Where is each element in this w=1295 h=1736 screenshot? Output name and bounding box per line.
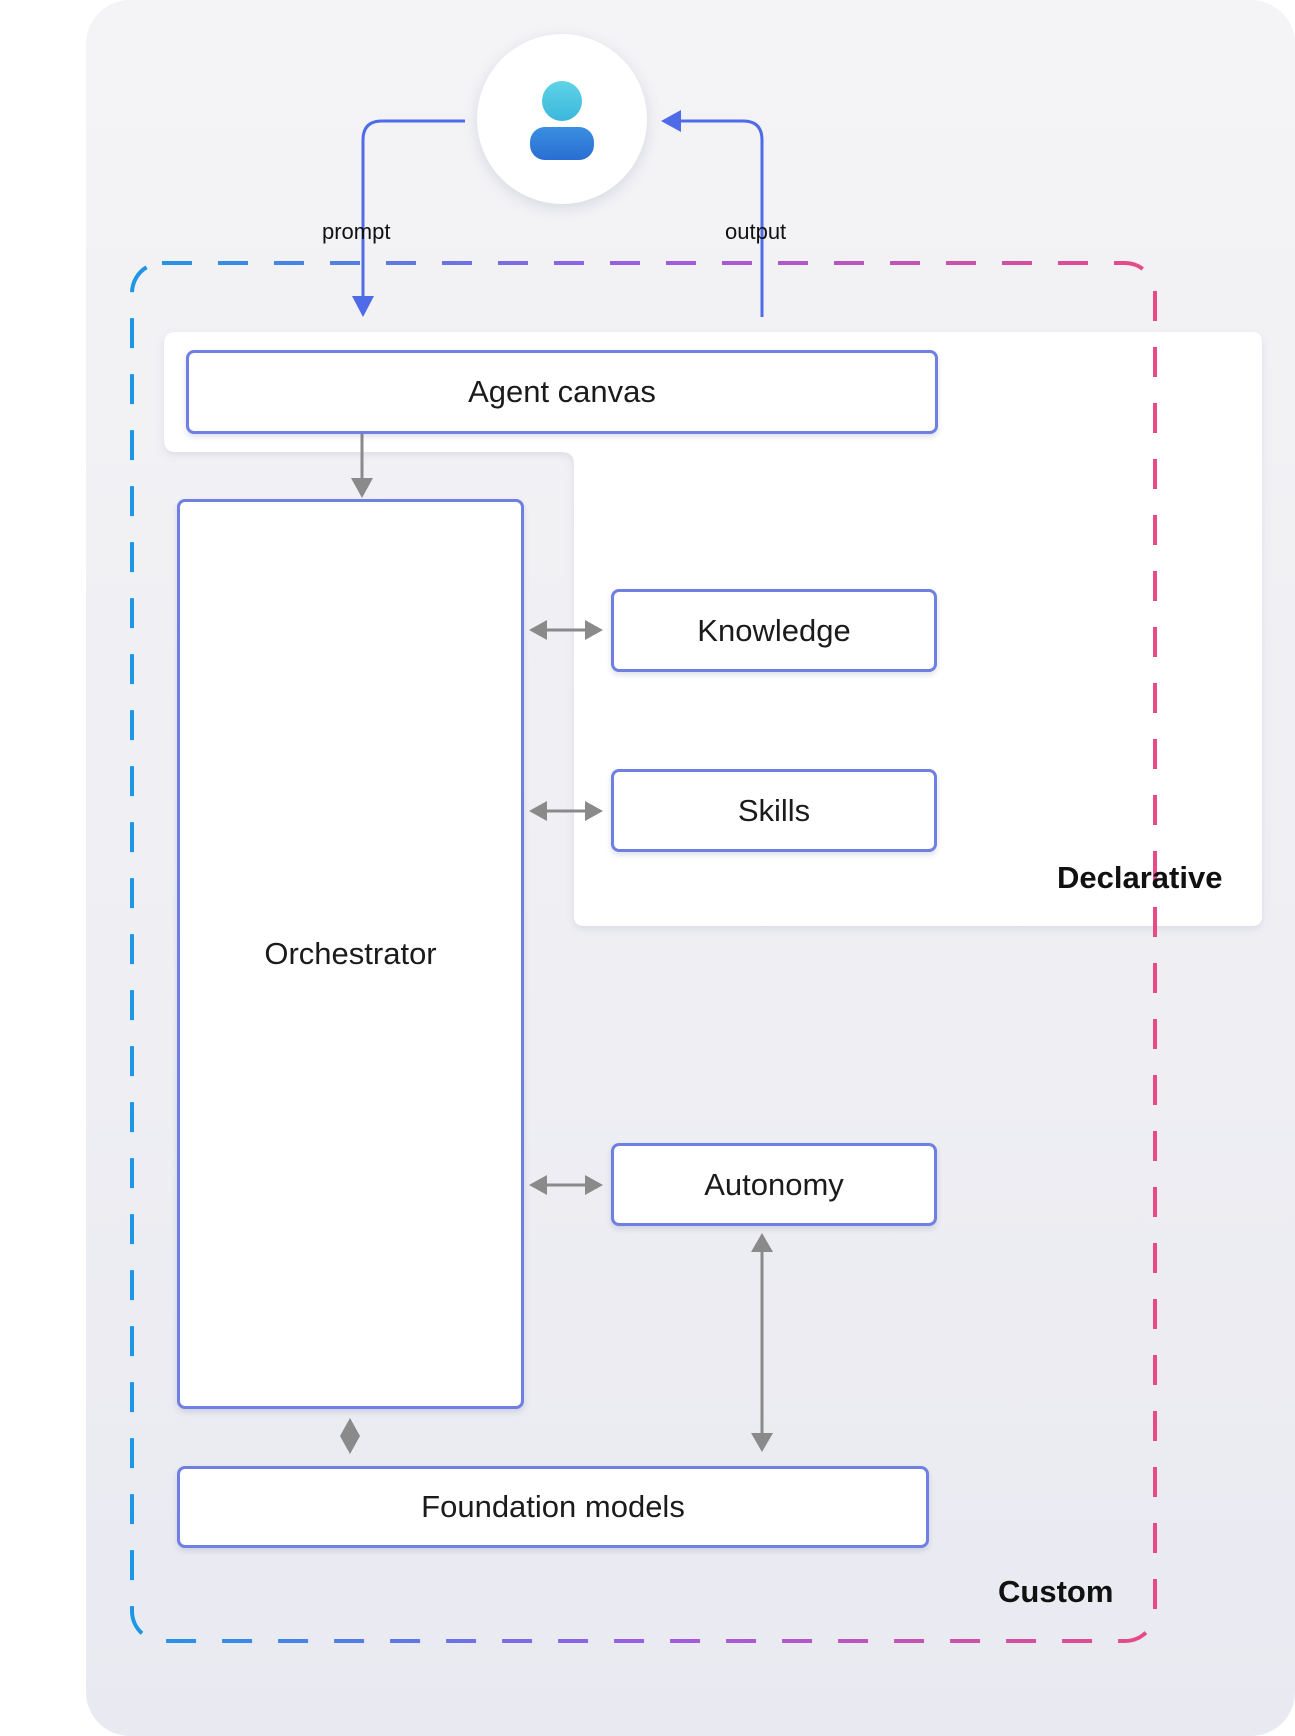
user-avatar-icon xyxy=(530,81,594,160)
orchestrator-foundation-arrow xyxy=(340,1418,360,1454)
user-avatar xyxy=(477,34,647,204)
foundation-models-box: Foundation models xyxy=(177,1466,929,1548)
orchestrator-knowledge-arrow xyxy=(529,620,603,640)
output-arrowhead xyxy=(661,110,681,132)
prompt-label: prompt xyxy=(322,219,391,244)
orchestrator-autonomy-arrow xyxy=(529,1175,603,1195)
autonomy-foundation-arrow xyxy=(751,1233,773,1452)
orchestrator-box: Orchestrator xyxy=(177,499,524,1409)
orchestrator-skills-arrow xyxy=(529,801,603,821)
prompt-arrowhead xyxy=(352,296,374,317)
prompt-arrow xyxy=(361,119,465,298)
output-arrow xyxy=(680,119,764,317)
custom-region-label: Custom xyxy=(998,1574,1114,1609)
output-label: output xyxy=(725,219,787,244)
knowledge-box: Knowledge xyxy=(611,589,937,672)
declarative-region-label: Declarative xyxy=(1057,860,1223,895)
agent-canvas-box: Agent canvas xyxy=(186,350,938,434)
autonomy-box: Autonomy xyxy=(611,1143,937,1226)
custom-region-border xyxy=(130,261,1157,1643)
skills-box: Skills xyxy=(611,769,937,852)
